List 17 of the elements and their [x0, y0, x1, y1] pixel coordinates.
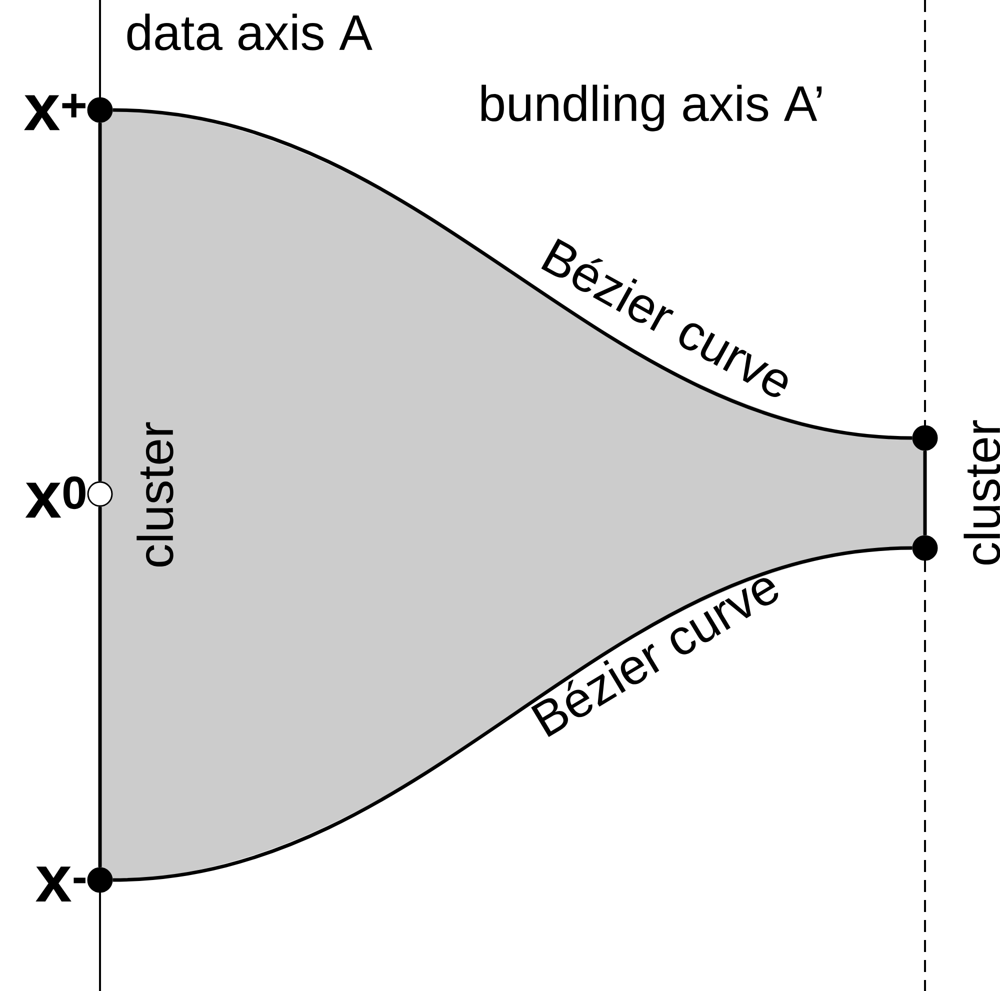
- point-label: x$^{-}$: [36, 866, 86, 902]
- dot: [912, 535, 938, 561]
- point-label: x$^{0}$: [25, 476, 86, 518]
- axis-label: data axis A: [127, 14, 372, 50]
- point-label: x$^{+}$: [24, 94, 86, 130]
- dot: [87, 867, 113, 893]
- dot: [912, 425, 938, 451]
- cluster-segment: [98, 506, 102, 868]
- cluster-label: cluster: [964, 420, 1000, 565]
- dot: [87, 97, 113, 123]
- cluster-label: cluster: [136, 422, 174, 567]
- cluster-segment: [98, 122, 102, 482]
- axis-label: bundling axis A’: [481, 84, 822, 132]
- cluster-segment: [923, 450, 927, 536]
- bezier-curve: [112, 546, 912, 882]
- dot: [87, 481, 113, 507]
- bezier-curve: [112, 108, 912, 440]
